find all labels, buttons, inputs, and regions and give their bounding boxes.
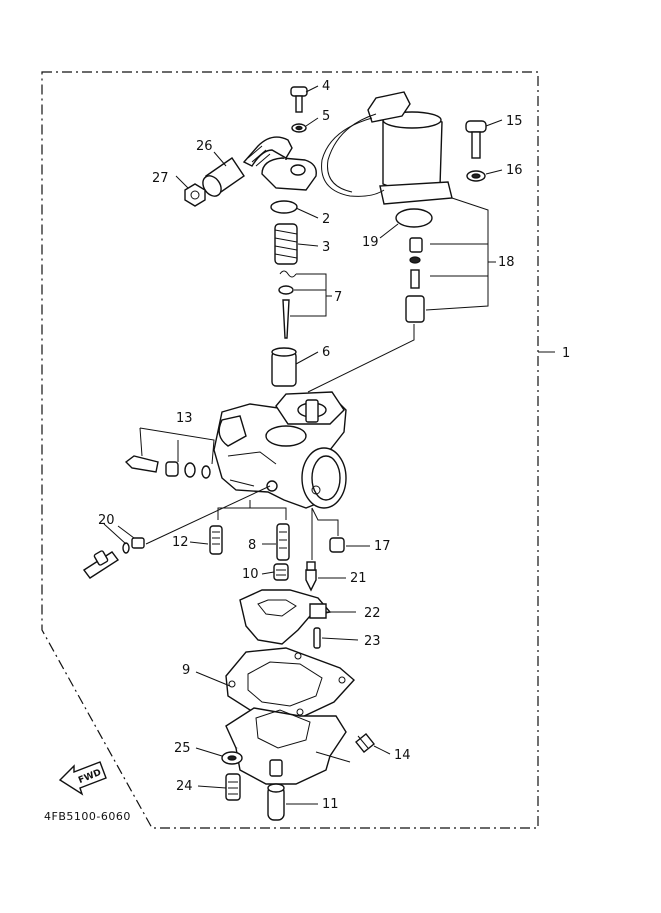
bracket-12-8	[217, 500, 287, 520]
float-22	[239, 589, 332, 645]
callout-7: 7	[334, 290, 342, 305]
throttle-valve-6	[271, 347, 297, 387]
washer-25	[221, 751, 243, 765]
leader-4	[305, 85, 319, 93]
o-ring-2	[270, 200, 298, 214]
leader-23	[321, 637, 359, 641]
fwd-arrow-icon: FWD	[58, 761, 107, 796]
leader-choke-to-body	[307, 324, 415, 393]
leader-27	[175, 175, 189, 189]
callout-6: 6	[322, 345, 330, 360]
jet-10	[273, 563, 289, 581]
spring-3	[274, 223, 298, 265]
leader-20	[145, 485, 271, 545]
leader-19	[379, 223, 399, 239]
needle-valve-21	[305, 561, 317, 592]
leader-10	[261, 571, 275, 575]
callout-14: 14	[394, 748, 411, 763]
leader-16	[485, 169, 503, 175]
plug-17	[329, 537, 345, 553]
nut-27	[184, 183, 206, 207]
screw-4	[290, 86, 308, 113]
callout-25: 25	[174, 741, 191, 756]
leader-6	[295, 351, 319, 365]
needle-set-7	[278, 270, 297, 339]
pin-23	[313, 627, 321, 649]
carburetor-body	[213, 391, 347, 509]
leader-2	[295, 207, 319, 219]
callout-17: 17	[374, 539, 391, 554]
jet-12	[209, 525, 223, 555]
callout-15: 15	[506, 114, 523, 129]
o-ring-19	[395, 208, 433, 228]
leader-9	[195, 671, 231, 687]
hose-11	[267, 783, 285, 821]
leader-12	[189, 541, 209, 545]
leader-24	[197, 785, 227, 789]
leader-14-chamber	[315, 751, 351, 763]
plunger-set-18	[405, 237, 425, 323]
bracket-20	[103, 523, 135, 545]
assembly-boundary-frame	[41, 71, 539, 829]
washer-5	[291, 123, 307, 133]
auto-choke-starter	[321, 91, 453, 205]
bracket-17	[311, 507, 339, 536]
callout-13: 13	[176, 411, 193, 426]
callout-20: 20	[98, 513, 115, 528]
callout-3: 3	[322, 240, 330, 255]
screw-24	[225, 773, 241, 801]
leader-5	[305, 117, 319, 127]
pilot-screw-set-20	[82, 537, 145, 579]
bracket-18	[425, 197, 489, 311]
washer-16	[466, 170, 486, 182]
callout-23: 23	[364, 634, 381, 649]
callout-1: 1	[562, 346, 570, 361]
callout-18: 18	[498, 255, 515, 270]
leader-14	[373, 745, 391, 755]
callout-21: 21	[350, 571, 367, 586]
choke-cable-26	[202, 136, 293, 197]
bracket-13	[139, 427, 215, 465]
callout-19: 19	[362, 235, 379, 250]
callout-4: 4	[322, 79, 330, 94]
callout-24: 24	[176, 779, 193, 794]
callout-26: 26	[196, 139, 213, 154]
bracket-7	[290, 273, 332, 317]
callout-27: 27	[152, 171, 169, 186]
callout-10: 10	[242, 567, 259, 582]
leader-25	[195, 747, 223, 757]
callout-2: 2	[322, 212, 330, 227]
callout-16: 16	[506, 163, 523, 178]
air-screw-set-13	[124, 455, 211, 479]
screw-15	[465, 120, 487, 159]
callout-12: 12	[172, 535, 189, 550]
leader-15	[485, 119, 503, 127]
jet-8	[276, 523, 290, 561]
leader-26	[213, 151, 227, 167]
callout-22: 22	[364, 606, 381, 621]
gasket-9	[225, 647, 356, 719]
callout-11: 11	[322, 797, 339, 812]
float-chamber	[225, 707, 347, 785]
callout-9: 9	[182, 663, 190, 678]
part-code: 4FB5100-6060	[44, 810, 131, 823]
leader-3	[297, 243, 319, 247]
callout-5: 5	[322, 109, 330, 124]
callout-8: 8	[248, 538, 256, 553]
drain-screw-14	[355, 733, 375, 753]
